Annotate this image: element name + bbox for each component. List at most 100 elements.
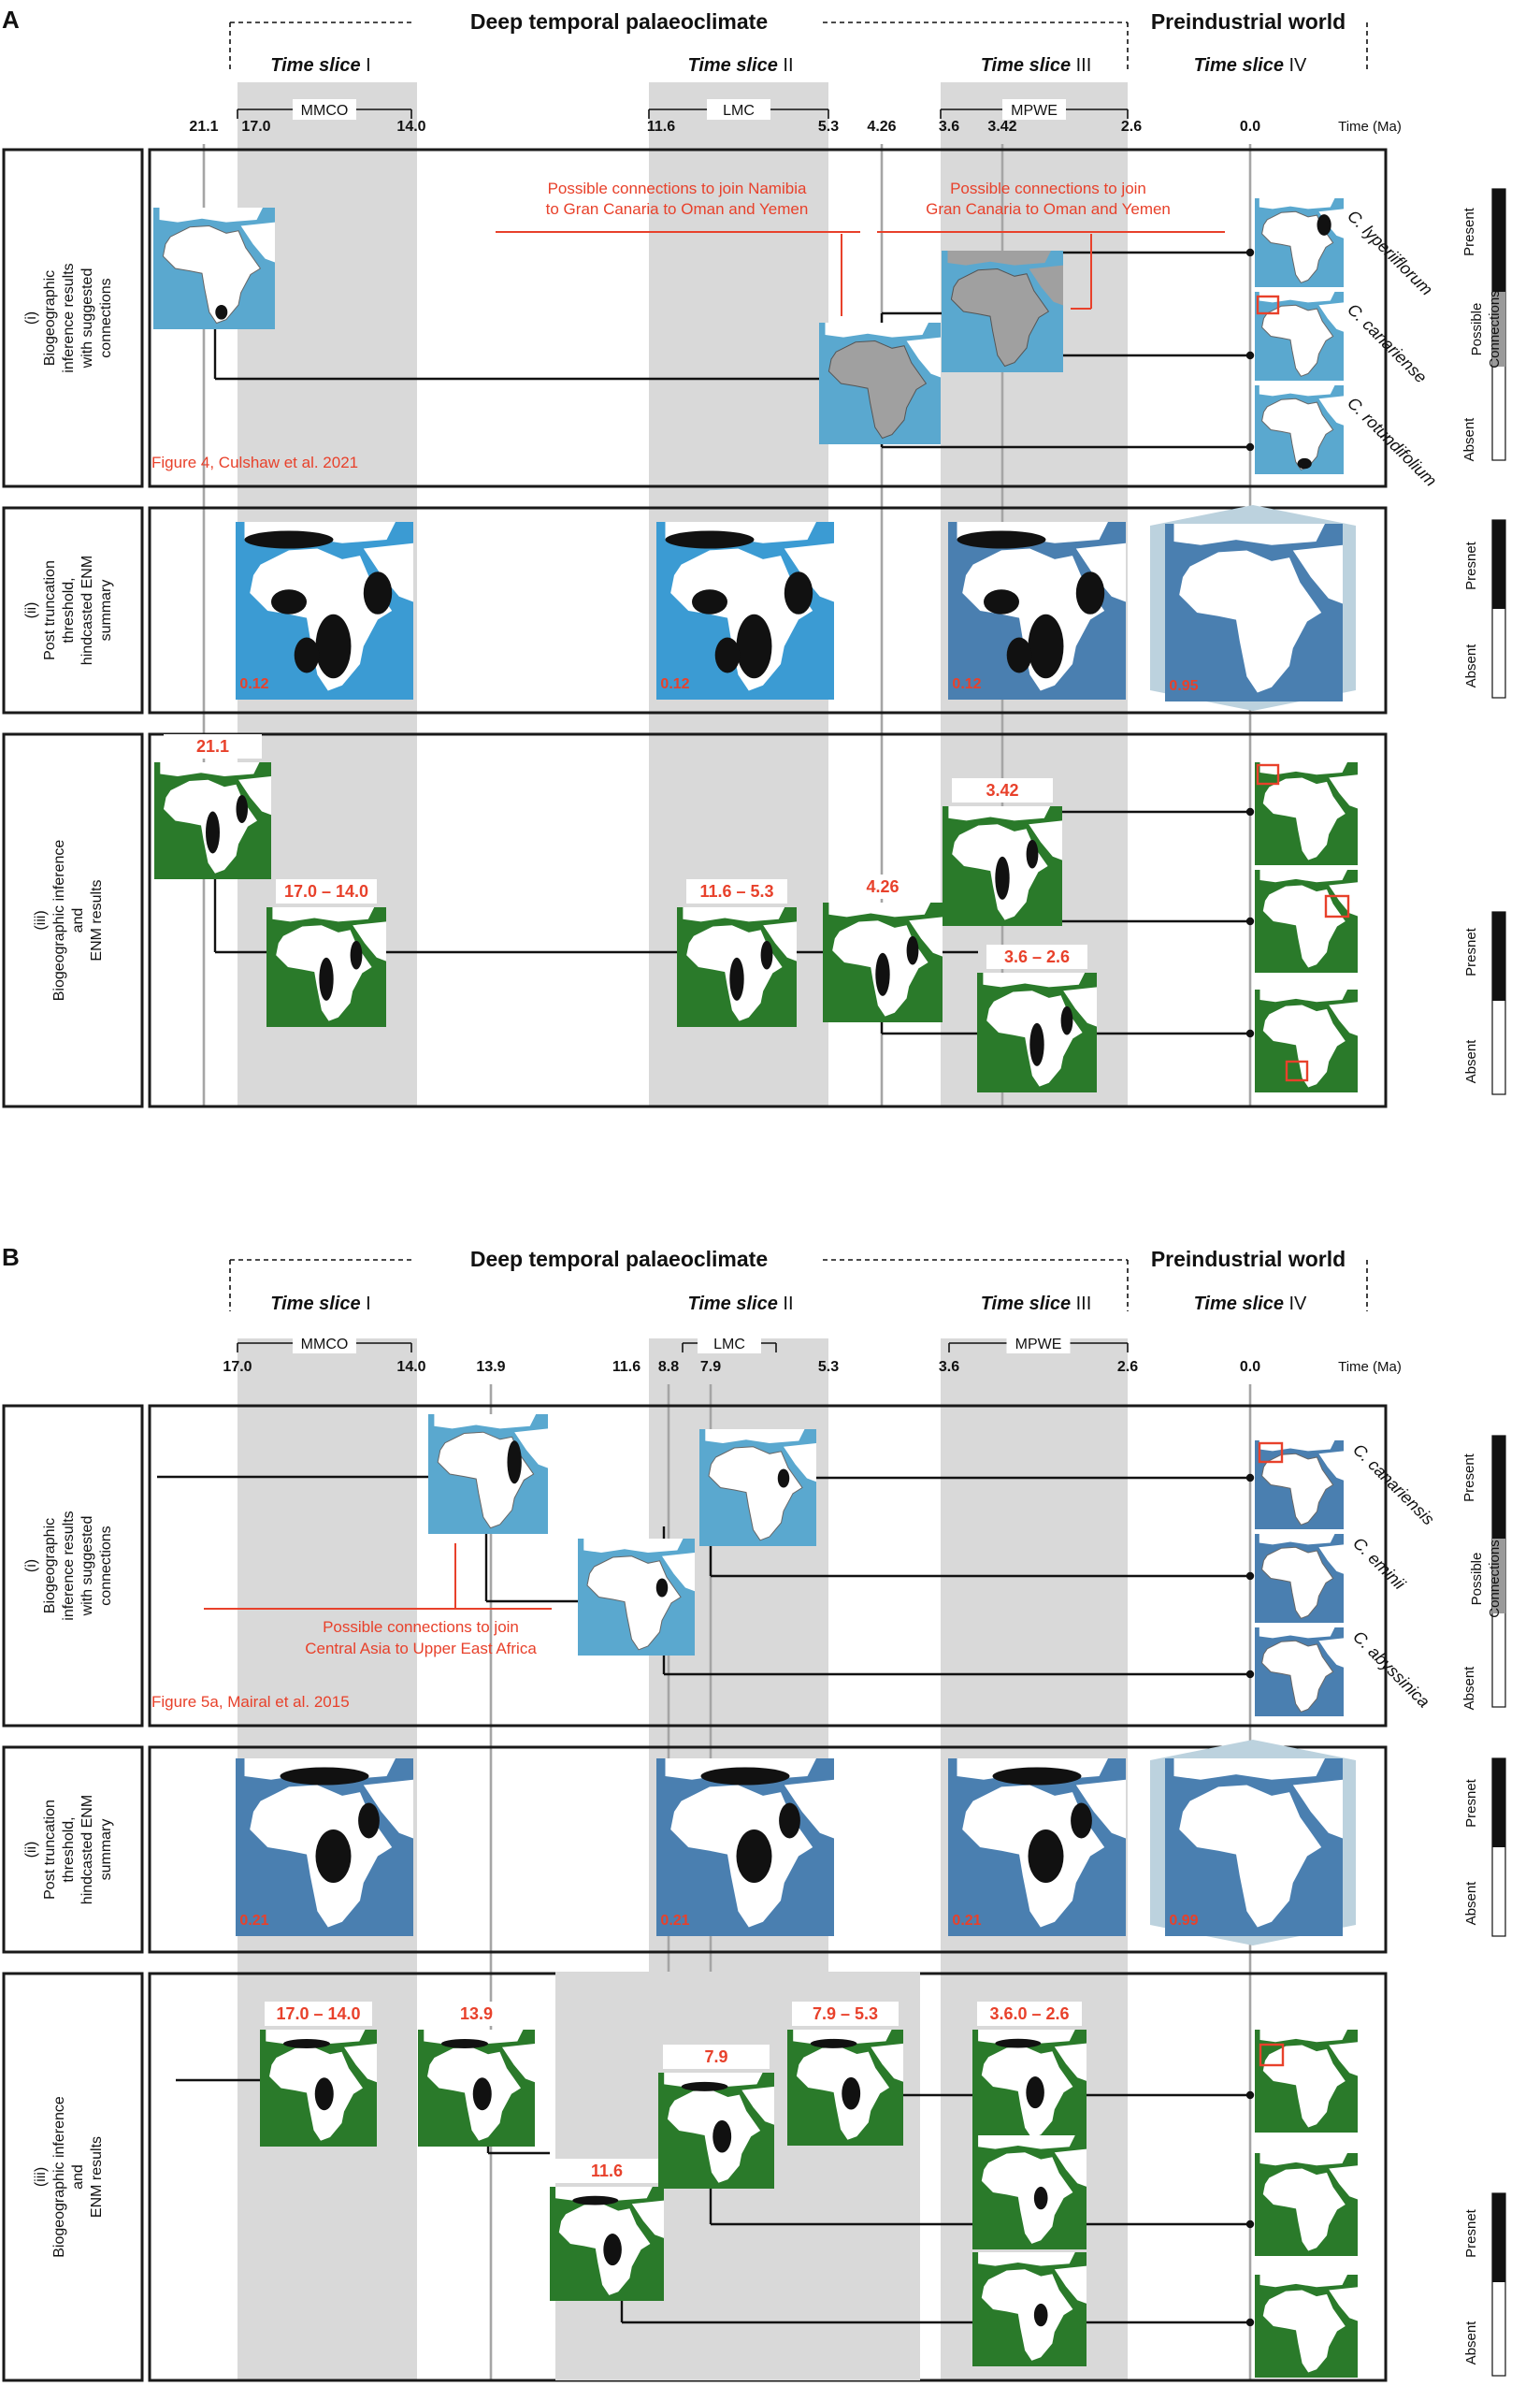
- time-tick-label: 11.6: [612, 1359, 640, 1375]
- row-frame: [148, 506, 1388, 715]
- map-a-i-ancestor-north: [159, 208, 263, 223]
- map-b-enm-3-east: [1292, 1779, 1343, 1839]
- time-slice-roman: IV: [1289, 1294, 1308, 1314]
- time-tick-label: 2.6: [1117, 1359, 1138, 1375]
- enm-label-bg: [952, 778, 1053, 803]
- time-slice-name: Time slice: [981, 1294, 1076, 1314]
- map-a-iii-2-blot: [760, 940, 773, 970]
- row-label-line: (ii): [23, 602, 39, 619]
- map-a-iii-3-blot: [906, 935, 919, 965]
- map-a-iii-species-0-east: [1329, 774, 1358, 809]
- legend-label: Absent: [1461, 417, 1477, 462]
- connection-note-line: Gran Canaria to Oman and Yemen: [926, 200, 1171, 218]
- row-label-line: inference results: [61, 263, 77, 372]
- species-name: C. rotundifolium: [1344, 394, 1440, 490]
- range-highlight-box: [1256, 763, 1280, 786]
- time-slice-label: Time slice III: [981, 1294, 1092, 1314]
- row-label-line: summary: [98, 1819, 114, 1881]
- map-b-i-node1-africa: [586, 1555, 682, 1651]
- legend-label: Presnet: [1463, 927, 1479, 976]
- map-b-species-2-africa: [1261, 1546, 1334, 1619]
- map-b-enm-2-east: [1075, 1779, 1126, 1839]
- row-label-line: connections: [98, 278, 114, 357]
- legend-label: Present: [1461, 1453, 1477, 1502]
- period-label-bg: [1002, 99, 1066, 120]
- map-b-enm-0-blot: [315, 1829, 352, 1883]
- legend-present-fill: [1492, 912, 1505, 1001]
- map-b-species-1-east: [1318, 1451, 1344, 1481]
- enm-period-label: 3.6.0 – 2.6: [989, 2004, 1069, 2023]
- map-b-i-node2-north: [705, 1429, 805, 1443]
- map-b-enm-0-blot: [358, 1802, 380, 1839]
- time-slice-roman: IV: [1289, 55, 1308, 76]
- node-dot: [1245, 807, 1255, 817]
- time-slice-name: Time slice: [1194, 1294, 1289, 1314]
- map-a-enm-0-blot: [363, 571, 393, 615]
- node-dot: [1245, 1670, 1255, 1679]
- time-tick-label: 3.42: [987, 119, 1016, 135]
- map-b-enm-1-blot: [779, 1802, 800, 1839]
- map-a-enm-2-africa: [962, 548, 1105, 691]
- map-a-i-node2-range: [950, 268, 1050, 368]
- map-a-iii-1-east: [353, 921, 386, 962]
- map-a-iii-3-north: [828, 903, 931, 918]
- map-a-i-node1-range: [828, 340, 928, 440]
- connection-note-line: Possible connections to join Namibia: [548, 180, 807, 197]
- row-label-line: Biogeographic: [42, 1518, 58, 1613]
- source-citation: Figure 4, Culshaw et al. 2021: [151, 454, 358, 471]
- time-axis-unit: Time (Ma): [1338, 1359, 1402, 1375]
- time-slice-name: Time slice: [270, 55, 366, 76]
- threshold-value: 0.21: [239, 1913, 268, 1929]
- map-a-i-node1-east: [906, 337, 941, 378]
- map-b-iii-2-blot: [572, 2195, 619, 2205]
- legend-label: Connections: [1487, 1540, 1503, 1617]
- panel-letter: B: [2, 1243, 20, 1271]
- period-label-bg: [707, 99, 770, 120]
- time-slice-label: Time slice I: [270, 55, 370, 76]
- map-a-iii-4-north: [948, 806, 1051, 821]
- map-b-enm-3-africa: [1179, 1785, 1322, 1928]
- legend-label: Connections: [1487, 290, 1503, 368]
- map-a-iii-4-east: [1029, 820, 1062, 860]
- threshold-value: 0.21: [660, 1913, 689, 1929]
- node-dot: [1245, 1029, 1255, 1038]
- threshold-value: 0.12: [239, 676, 268, 692]
- enm-period-label: 13.9: [460, 2004, 493, 2023]
- row-frame: [148, 1745, 1388, 1954]
- enm-period-label: 7.9: [704, 2047, 727, 2066]
- row-label-line: with suggested: [79, 1516, 95, 1617]
- time-slice-roman: III: [1076, 1294, 1092, 1314]
- enm-label-bg: [554, 2159, 659, 2183]
- range-highlight-box: [1285, 1060, 1309, 1082]
- legend-label: Possible: [1469, 1553, 1485, 1606]
- map-b-iii-0-blot: [283, 2039, 330, 2048]
- connection-note-line: to Gran Canaria to Oman and Yemen: [546, 200, 809, 218]
- map-b-iii-extra-0-north: [978, 2135, 1075, 2149]
- map-b-species-1-africa: [1261, 1453, 1334, 1526]
- legend-label: Absent: [1463, 643, 1479, 688]
- node-dot: [1245, 2220, 1255, 2229]
- row-label-line: threshold,: [61, 1816, 77, 1882]
- node-dot: [1245, 1473, 1255, 1482]
- map-a-enm-2-blot: [984, 589, 1019, 615]
- time-tick-label: 8.8: [658, 1359, 679, 1375]
- map-b-iii-3-blot: [681, 2081, 728, 2091]
- node-dot: [1245, 351, 1255, 360]
- row-label-line: connections: [98, 1526, 114, 1605]
- map-a-enm-0-africa: [250, 548, 393, 691]
- row-label-line: summary: [98, 580, 114, 642]
- connection-note-line: Central Asia to Upper East Africa: [305, 1640, 537, 1657]
- time-tick-label: 5.3: [818, 119, 839, 135]
- legend-label: Presnet: [1463, 2208, 1479, 2258]
- row-label-line: (iii): [33, 2167, 49, 2187]
- legend-label: Absent: [1463, 2321, 1479, 2365]
- map-b-iii-species-2-north: [1259, 2275, 1347, 2288]
- map-a-enm-2-east: [1075, 542, 1126, 602]
- species-name: C. abyssinica: [1349, 1627, 1433, 1712]
- legend-present-fill: [1492, 1758, 1505, 1847]
- map-b-iii-2-north: [555, 2187, 653, 2201]
- range-highlight-box: [1259, 2043, 1285, 2067]
- map-b-iii-5-north: [978, 2030, 1075, 2044]
- map-b-enm-1-blot: [700, 1767, 790, 1786]
